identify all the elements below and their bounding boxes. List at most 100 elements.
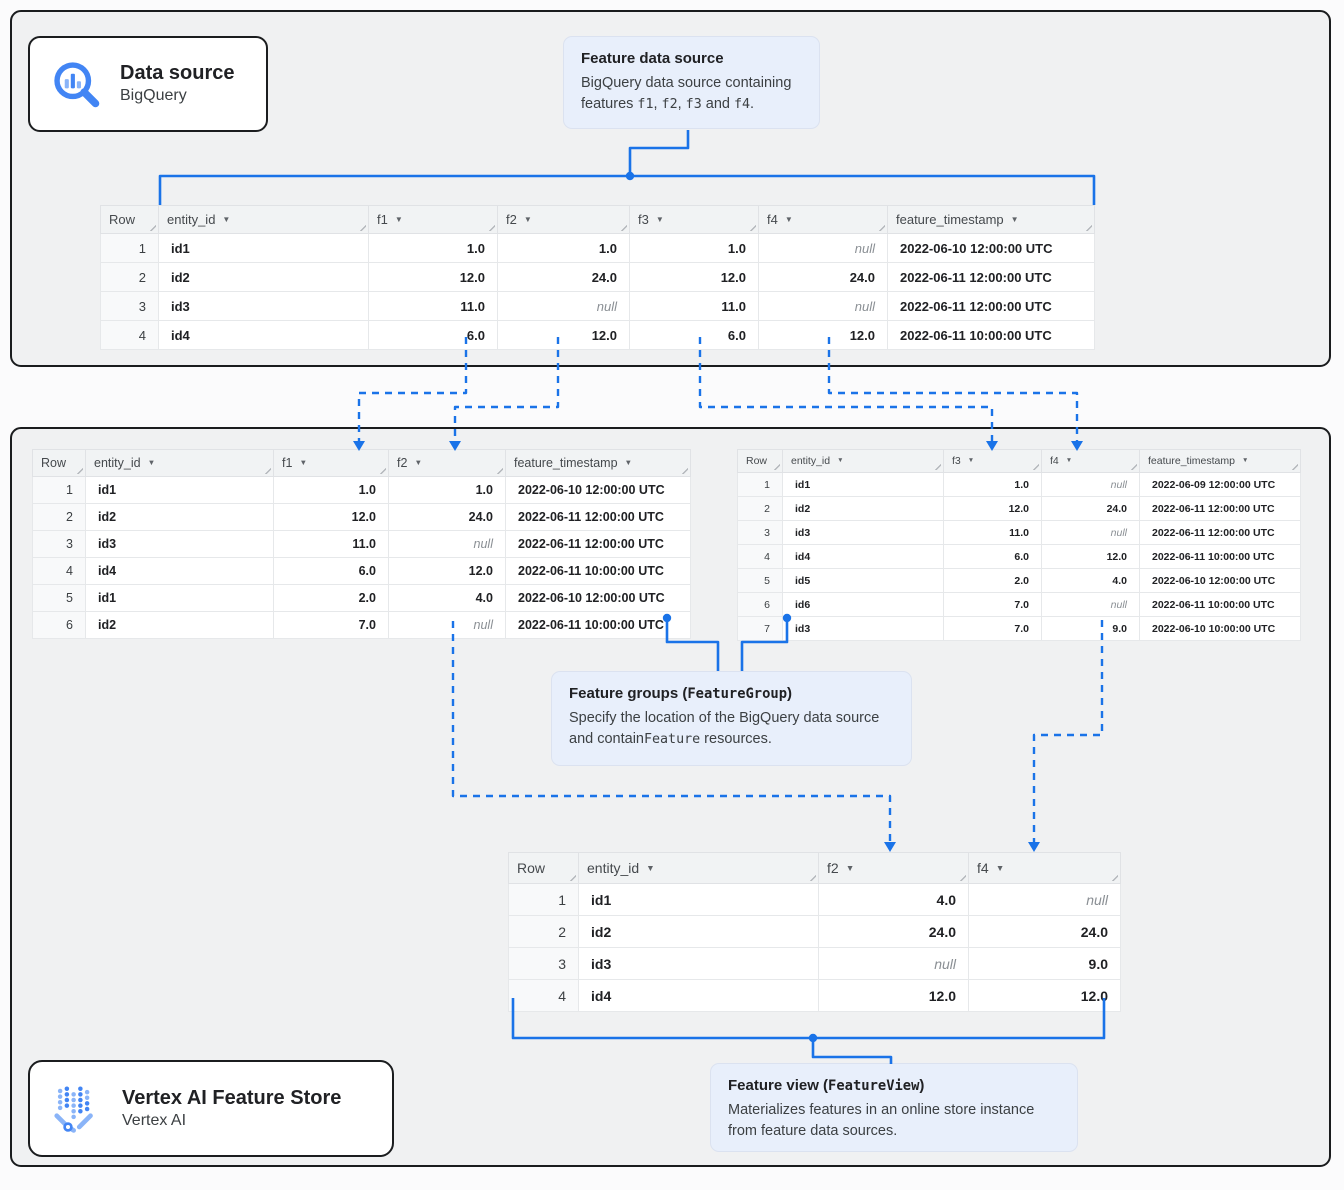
column-resize-handle[interactable] <box>494 465 503 474</box>
table-cell: 2022-06-10 12:00:00 UTC <box>505 584 691 612</box>
table-cell: id4 <box>578 979 819 1012</box>
column-label: f4 <box>1050 455 1059 467</box>
row-number-cell: 1 <box>508 883 579 916</box>
column-label: f1 <box>282 456 293 470</box>
column-header-f1[interactable]: f1▼ <box>273 449 389 477</box>
column-header-Row: Row <box>737 449 783 473</box>
column-header-f2[interactable]: f2▼ <box>388 449 506 477</box>
table-cell: null <box>497 291 630 321</box>
sort-caret-icon: ▼ <box>1010 215 1019 224</box>
table-cell: id2 <box>578 915 819 948</box>
column-resize-handle[interactable] <box>262 465 271 474</box>
row-number-cell: 2 <box>508 915 579 948</box>
column-resize-handle[interactable] <box>567 872 576 881</box>
column-header-Row: Row <box>508 852 579 884</box>
column-resize-handle[interactable] <box>1128 461 1137 470</box>
column-resize-handle[interactable] <box>1030 461 1039 470</box>
column-resize-handle[interactable] <box>876 222 885 231</box>
code-text: f4 <box>733 96 751 112</box>
column-resize-handle[interactable] <box>932 461 941 470</box>
sort-caret-icon: ▼ <box>967 457 975 464</box>
table-cell: id2 <box>782 496 944 521</box>
column-resize-handle[interactable] <box>377 465 386 474</box>
table-cell: 11.0 <box>629 291 759 321</box>
row-number-cell: 6 <box>737 592 783 617</box>
data-source-card-text: Data source BigQuery <box>120 61 235 107</box>
data-source-card: Data source BigQuery <box>28 36 268 132</box>
column-label: f3 <box>952 455 961 467</box>
table-cell: id1 <box>782 472 944 497</box>
column-header-entity_id[interactable]: entity_id▼ <box>782 449 944 473</box>
column-header-entity_id[interactable]: entity_id▼ <box>158 205 369 234</box>
table-cell: 6.0 <box>943 544 1042 569</box>
column-header-feature_timestamp[interactable]: feature_timestamp▼ <box>1139 449 1301 473</box>
sort-caret-icon: ▼ <box>394 215 403 224</box>
table-cell: id3 <box>782 616 944 641</box>
column-resize-handle[interactable] <box>486 222 495 231</box>
feature-view-callout: Feature view (FeatureView) Materializes … <box>710 1063 1078 1152</box>
column-resize-handle[interactable] <box>679 465 688 474</box>
table-cell: 2022-06-11 12:00:00 UTC <box>887 291 1095 321</box>
column-header-f4[interactable]: f4▼ <box>758 205 888 234</box>
column-resize-handle[interactable] <box>618 222 627 231</box>
column-resize-handle[interactable] <box>1083 222 1092 231</box>
sort-caret-icon: ▼ <box>523 215 532 224</box>
column-header-feature_timestamp[interactable]: feature_timestamp▼ <box>887 205 1095 234</box>
column-resize-handle[interactable] <box>1289 461 1298 470</box>
column-label: Row <box>746 455 768 467</box>
table-cell: 11.0 <box>943 520 1042 545</box>
bigquery-icon <box>54 62 100 108</box>
table-cell: 4.0 <box>1041 568 1140 593</box>
table-cell: 2022-06-11 10:00:00 UTC <box>505 557 691 585</box>
sort-caret-icon: ▼ <box>837 457 844 464</box>
feature-store-card: Vertex AI Feature Store Vertex AI <box>28 1060 394 1157</box>
column-label: entity_id <box>167 212 216 227</box>
table-cell: id3 <box>158 291 369 321</box>
column-resize-handle[interactable] <box>807 872 816 881</box>
table-cell: 11.0 <box>368 291 498 321</box>
column-header-entity_id[interactable]: entity_id▼ <box>85 449 274 477</box>
feature-groups-callout-title: Feature groups (FeatureGroup) <box>569 685 894 702</box>
column-header-entity_id[interactable]: entity_id▼ <box>578 852 819 884</box>
column-resize-handle[interactable] <box>357 222 366 231</box>
column-header-feature_timestamp[interactable]: feature_timestamp▼ <box>505 449 691 477</box>
column-label: feature_timestamp <box>1148 455 1235 467</box>
column-header-f3[interactable]: f3 ▼ <box>943 449 1042 473</box>
column-header-f4[interactable]: f4▼ <box>1041 449 1140 473</box>
column-header-f3[interactable]: f3▼ <box>629 205 759 234</box>
column-header-f2[interactable]: f2▼ <box>818 852 969 884</box>
text-segment: Feature view ( <box>728 1077 829 1094</box>
column-header-f1[interactable]: f1▼ <box>368 205 498 234</box>
row-number-cell: 6 <box>32 611 86 639</box>
column-resize-handle[interactable] <box>747 222 756 231</box>
column-resize-handle[interactable] <box>1109 872 1118 881</box>
column-resize-handle[interactable] <box>957 872 966 881</box>
table-cell: 1.0 <box>943 472 1042 497</box>
row-number-cell: 5 <box>737 568 783 593</box>
column-label: f2 <box>397 456 408 470</box>
column-header-f2[interactable]: f2▼ <box>497 205 630 234</box>
table-cell: id4 <box>85 557 274 585</box>
column-header-f4[interactable]: f4▼ <box>968 852 1121 884</box>
column-label: entity_id <box>587 860 640 876</box>
column-resize-handle[interactable] <box>771 461 780 470</box>
table-cell: 2022-06-09 12:00:00 UTC <box>1139 472 1301 497</box>
table-cell: 1.0 <box>629 233 759 263</box>
column-resize-handle[interactable] <box>74 465 83 474</box>
column-resize-handle[interactable] <box>147 222 156 231</box>
table-cell: id1 <box>85 476 274 504</box>
table-cell: id1 <box>85 584 274 612</box>
feature-store-card-subtitle: Vertex AI <box>122 1111 187 1129</box>
